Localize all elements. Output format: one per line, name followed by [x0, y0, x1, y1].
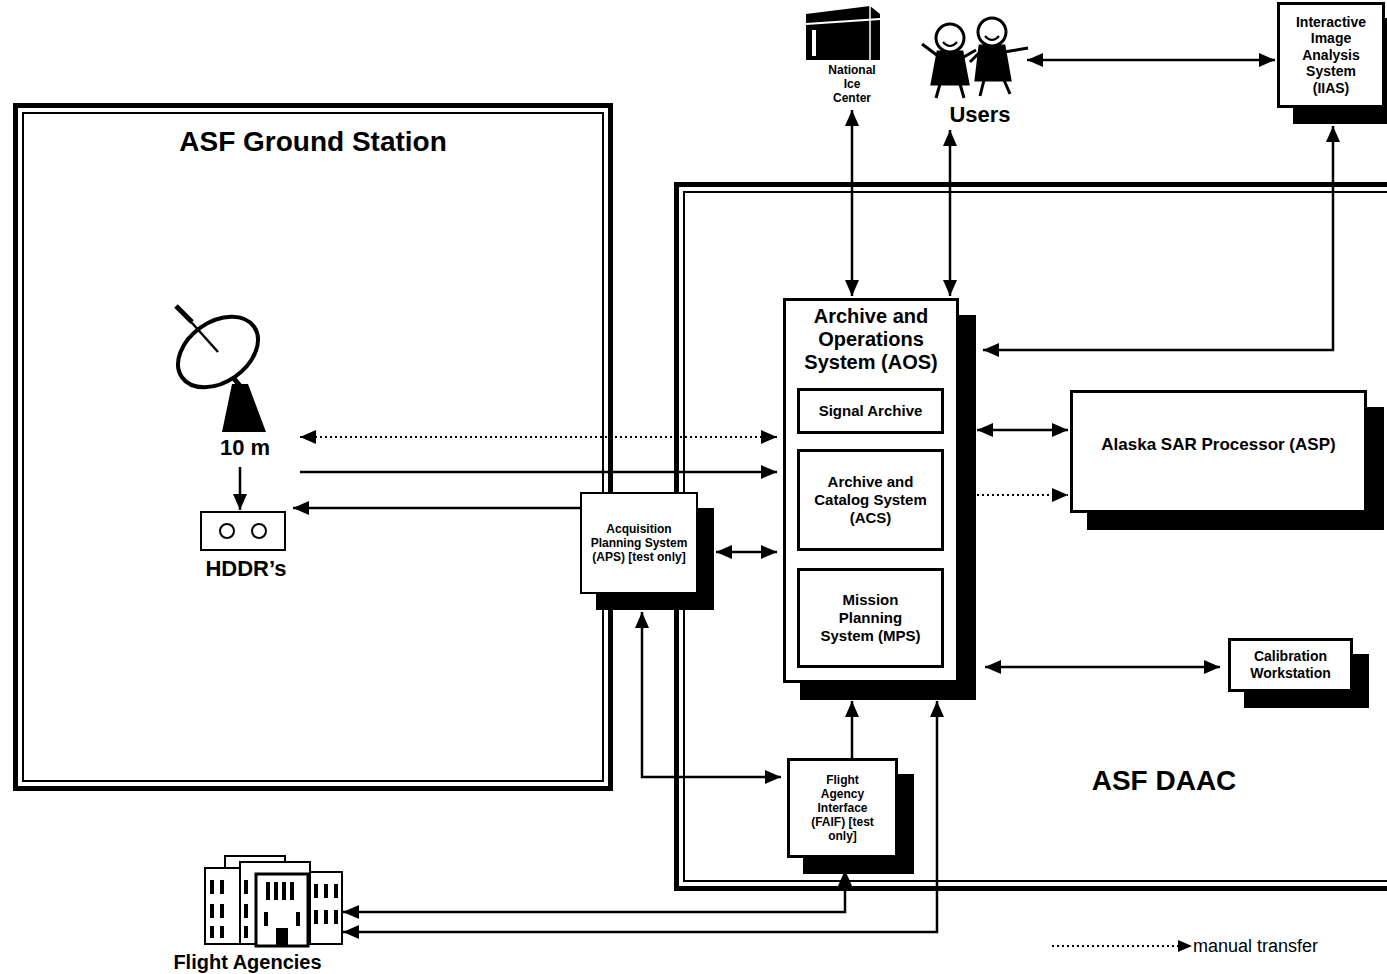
workstation-box: Calibration Workstation [1228, 638, 1353, 692]
node-label: Calibration Workstation [1236, 648, 1346, 682]
buildings-icon [205, 856, 342, 946]
node-label: ASF DAAC [1079, 765, 1249, 797]
data-flow-arrow [343, 870, 845, 912]
antenna-node: 10 m [165, 298, 300, 464]
building-icon [806, 6, 880, 60]
recorder-node: HDDR’s [195, 510, 297, 588]
system-box: Archive and Operations System (AOS) Signa… [783, 298, 959, 683]
data-flow-arrow [983, 126, 1333, 350]
node-label: Flight Agency Interface (FAIF) [test onl… [809, 773, 877, 843]
manual-transfer-arrow [977, 494, 1068, 496]
antenna-icon [165, 302, 271, 432]
subsystem-box: Mission Planning System (MPS) [797, 568, 944, 668]
data-flow-arrow [300, 471, 777, 474]
system-box: Flight Agency Interface (FAIF) [test onl… [787, 758, 898, 858]
data-flow-arrow [851, 110, 854, 296]
recorder-icon [201, 512, 285, 550]
ice-center-icon: National Ice Center [800, 2, 900, 108]
data-flow-arrow [239, 467, 242, 510]
data-flow-arrow [949, 130, 952, 296]
legend-text: manual transfer [1193, 935, 1318, 957]
subsystem-box: Signal Archive [797, 388, 944, 434]
data-flow-arrow [343, 701, 937, 932]
node-label: 10 m [195, 435, 295, 461]
users-icon: Users [925, 8, 1035, 130]
daac-box: ASF DAAC Archive and Operations System (A… [674, 182, 1387, 891]
node-label: Archive and Operations System (AOS) [786, 305, 956, 374]
data-flow-arrow [716, 551, 777, 554]
users-icon [922, 18, 1028, 98]
data-flow-arrow [851, 701, 854, 758]
node-label: Flight Agencies [150, 950, 345, 974]
node-label: Interactive Image Analysis System (IIAS) [1290, 14, 1372, 97]
system-box: Acquisition Planning System (APS) [test … [580, 492, 698, 594]
system-box: Interactive Image Analysis System (IIAS) [1277, 2, 1385, 108]
node-label: Mission Planning System (MPS) [816, 591, 926, 645]
node-label: ASF Ground Station [18, 126, 608, 158]
node-label: Alaska SAR Processor (ASP) [1073, 435, 1364, 455]
processor-box: Alaska SAR Processor (ASP) [1070, 390, 1367, 513]
data-flow-arrow [985, 666, 1220, 669]
data-flow-arrow [642, 612, 781, 777]
subsystem-box: Archive and Catalog System (ACS) [797, 449, 944, 551]
node-label: Users [925, 102, 1035, 128]
data-flow-arrow [1027, 59, 1275, 62]
node-label: Archive and Catalog System (ACS) [806, 473, 936, 527]
node-label: HDDR’s [195, 556, 297, 582]
node-label: Acquisition Planning System (APS) [test … [586, 522, 692, 564]
legend-sample [1052, 940, 1192, 952]
node-label: National Ice Center [824, 63, 880, 105]
ground-station-box: ASF Ground Station 10 m HDDR’s [13, 103, 613, 791]
node-label: Signal Archive [800, 402, 941, 420]
data-flow-arrow [293, 507, 580, 510]
manual-transfer-arrow [300, 436, 777, 438]
data-flow-arrow [977, 429, 1068, 432]
agencies-icon: Flight Agencies [150, 852, 345, 974]
